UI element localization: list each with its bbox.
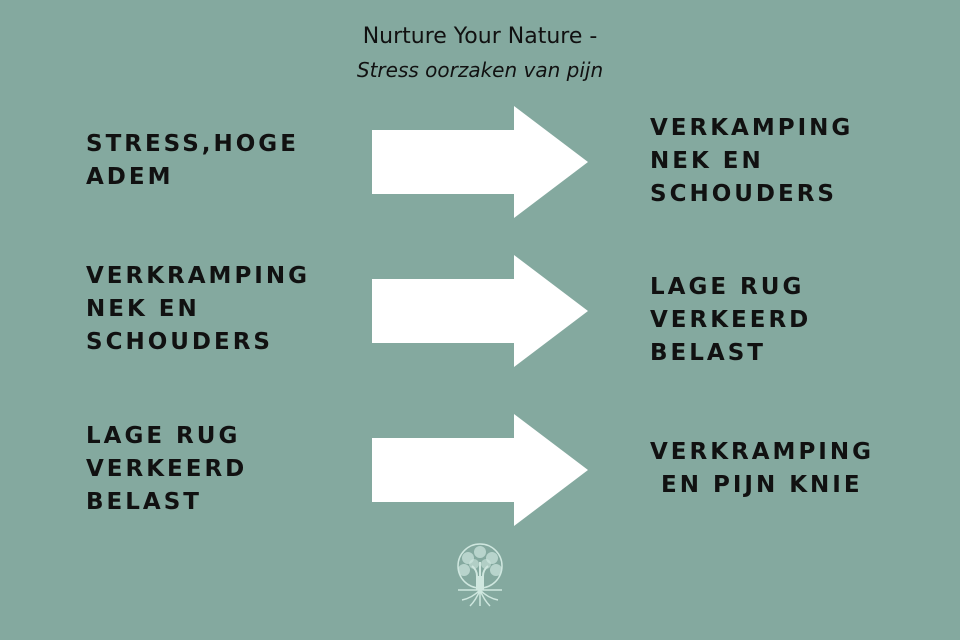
effect-label-3: VERKRAMPING EN PIJN KNIE bbox=[650, 439, 874, 498]
tree-of-life-icon bbox=[457, 543, 503, 607]
cause-label-2: VERKRAMPING NEK EN SCHOUDERS bbox=[86, 263, 310, 355]
cause-label-1: STRESS,HOGE ADEM bbox=[86, 131, 299, 190]
arrow-right-icon bbox=[372, 106, 588, 218]
arrow-right-icon bbox=[372, 255, 588, 367]
title-line-2: Stress oorzaken van pijn bbox=[356, 58, 604, 82]
effect-label-2: LAGE RUG VERKEERD BELAST bbox=[650, 274, 812, 366]
arrow-right-icon bbox=[372, 414, 588, 526]
effect-label-1: VERKAMPING NEK EN SCHOUDERS bbox=[650, 115, 854, 207]
title-line-1: Nurture Your Nature - bbox=[362, 24, 598, 49]
cause-label-3: LAGE RUG VERKEERD BELAST bbox=[86, 423, 248, 515]
